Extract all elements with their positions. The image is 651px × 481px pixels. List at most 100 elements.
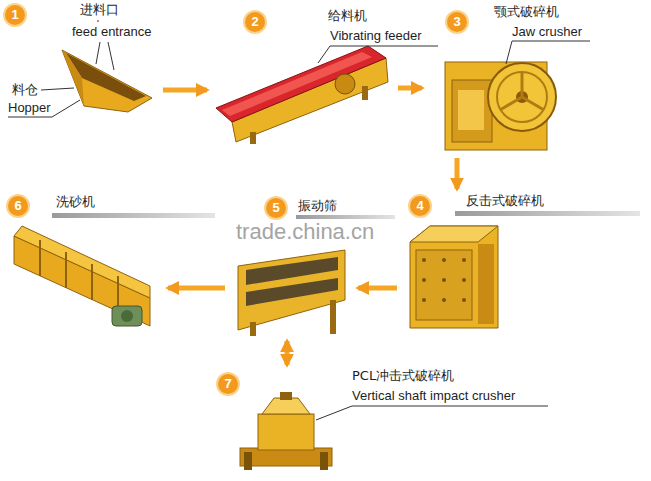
impact-crusher-figure: [422, 258, 426, 262]
machine-station: 1 进料口 feed entrance 料仓 Hopper: [5, 3, 160, 125]
washer-figure: [39, 240, 41, 276]
impact-crusher-figure: [422, 298, 426, 302]
leader-line: [318, 46, 438, 63]
machine-name: Jaw crusher: [512, 24, 582, 40]
machine-name: Hopper: [8, 100, 51, 116]
jaw-crusher-figure: [497, 72, 547, 122]
vsi-crusher-figure: [240, 448, 332, 466]
washer-figure: [112, 306, 142, 326]
watermark: trade.china.cn: [236, 220, 374, 244]
machine-name: 料仓: [12, 82, 38, 98]
leader-line: [108, 42, 114, 70]
callout-number: 7: [218, 374, 238, 394]
leader-line: [98, 20, 99, 22]
impact-crusher-figure: [442, 258, 446, 262]
leader-line: [506, 41, 590, 64]
impact-crusher-figure: [442, 278, 446, 282]
jaw-crusher-figure: [500, 72, 544, 110]
vsi-crusher-figure: [320, 452, 328, 470]
callout-number: 2: [245, 12, 265, 32]
machine-name: Vertical shaft impact crusher: [352, 388, 515, 404]
leader-line: [52, 100, 80, 117]
feeder-figure: [222, 52, 372, 116]
masked-caption-bar: [296, 215, 395, 219]
callout-number: 6: [8, 196, 28, 216]
jaw-crusher-figure: [488, 63, 556, 131]
leader-line: [330, 46, 438, 47]
machine-name: 振动筛: [298, 198, 337, 214]
machine-name: 洗砂机: [56, 194, 95, 210]
feeder-figure: [216, 46, 386, 122]
washer-figure: [121, 310, 133, 322]
jaw-crusher-figure: [522, 97, 544, 110]
impact-crusher-figure: [478, 244, 494, 324]
jaw-crusher-figure: [445, 62, 556, 150]
leader-line: [352, 406, 548, 407]
screen-figure: [238, 250, 345, 336]
callout-number: 3: [447, 12, 467, 32]
impact-crusher-figure: [410, 226, 498, 242]
leader-line: [512, 41, 590, 42]
impact-crusher-figure: [422, 278, 426, 282]
impact-crusher-figure: [442, 298, 446, 302]
masked-caption-bar: [455, 211, 640, 216]
leader-line: [8, 117, 52, 118]
flow-arrow: [398, 86, 422, 91]
leader-line: [318, 46, 330, 63]
washer-figure: [40, 240, 118, 312]
screen-figure: [246, 278, 338, 306]
machine-name: feed entrance: [72, 24, 152, 40]
vsi-crusher-figure: [262, 398, 310, 414]
vsi-crusher-figure: [240, 392, 332, 470]
machine-name: Vibrating feeder: [330, 28, 422, 44]
leader-line: [316, 406, 548, 420]
impact-crusher-figure: [462, 278, 466, 282]
flow-arrow: [168, 286, 225, 291]
impact-crusher-figure: [410, 226, 498, 328]
vsi-crusher-figure: [280, 392, 292, 400]
flow-arrow: [358, 286, 397, 291]
machine-name: PCL冲击式破碎机: [352, 368, 454, 384]
impact-crusher-figure: [462, 258, 466, 262]
masked-caption-bar: [52, 213, 215, 218]
leader-line: [316, 406, 352, 420]
machine-name: 反击式破碎机: [466, 193, 544, 209]
impact-crusher-figure: [422, 258, 466, 302]
machine-station: 7 PCL冲击式破碎机 Vertical shaft impact crusher: [215, 368, 560, 473]
impact-crusher-figure: [416, 250, 472, 320]
washer-figure: [14, 226, 150, 298]
machine-name: 给料机: [328, 8, 367, 24]
flow-arrow: [455, 158, 460, 189]
vsi-crusher-figure: [258, 414, 314, 450]
machine-station: 2给料机Vibrating feeder: [210, 8, 395, 145]
feeder-figure: [362, 86, 368, 100]
screen-figure: [250, 322, 256, 336]
machine-station: 3 颚式破碎机 Jaw crusher: [425, 4, 640, 155]
machine-name: 进料口: [80, 2, 119, 18]
machine-station: 4反击式破碎机: [400, 192, 640, 335]
leader-line: [96, 42, 100, 64]
screen-figure: [330, 300, 336, 334]
callout-number: 5: [266, 198, 286, 218]
jaw-crusher-figure: [458, 90, 484, 130]
feeder-figure: [335, 74, 355, 94]
leader-line: [41, 88, 74, 90]
washer-figure: [14, 226, 150, 326]
machine-station: 5 振动筛: [228, 195, 355, 338]
vsi-crusher-figure: [244, 452, 252, 470]
impact-crusher-figure: [462, 298, 466, 302]
callout-number: 1: [5, 5, 25, 25]
flow-arrow: [163, 88, 207, 93]
washer-figure: [65, 252, 67, 288]
jaw-crusher-figure: [500, 97, 522, 110]
machine-name: 颚式破碎机: [494, 4, 559, 20]
screen-figure: [238, 250, 345, 330]
flow-arrow: [285, 341, 290, 365]
jaw-crusher-figure: [521, 72, 524, 97]
masked-caption-bar: [52, 211, 640, 219]
impact-crusher-figure: [410, 226, 498, 328]
leader-line: [506, 41, 512, 64]
feeder-figure: [216, 46, 388, 144]
washer-figure: [91, 264, 93, 300]
feeder-figure: [250, 132, 256, 144]
